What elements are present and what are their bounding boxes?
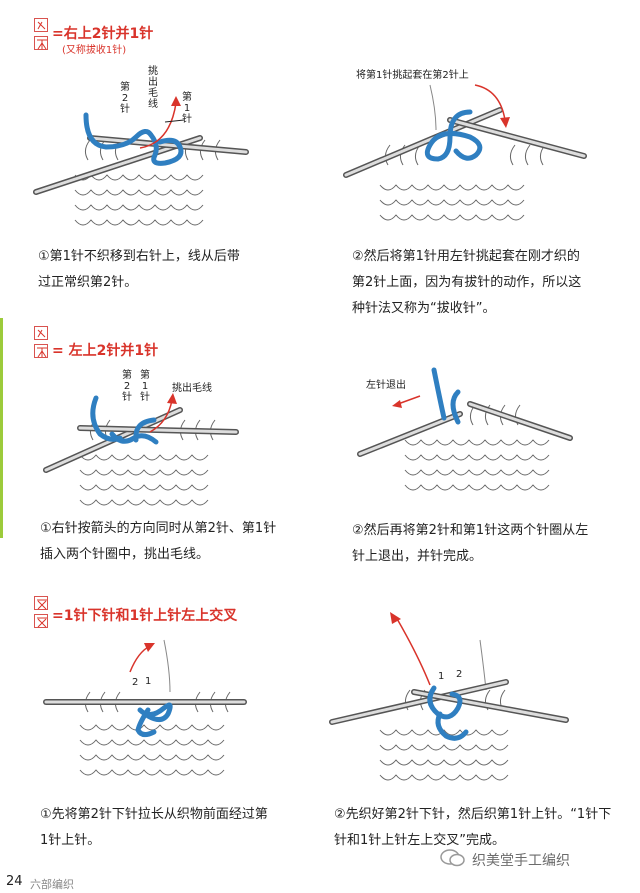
label-num-1-right: 1	[438, 671, 444, 682]
page-number: 24	[6, 874, 23, 889]
caption-1-left: ①第1针不织移到右针上，线从后带过正常织第2针。	[38, 244, 250, 296]
label-stitch-1: 第1针	[181, 92, 193, 125]
knit-symbol-box-bottom	[34, 36, 48, 50]
section-title-right-decrease: =右上2针并1针	[52, 23, 153, 43]
label-num-2-right: 2	[456, 669, 462, 680]
figure-2-right	[340, 360, 600, 510]
knit-symbol-box-top-3	[34, 596, 48, 610]
watermark-right: 织美堂手工编织	[472, 850, 570, 870]
label-num-2-left: 2	[132, 677, 138, 688]
wechat-icon	[440, 848, 466, 868]
label-pull-yarn: 挑出毛线	[147, 66, 159, 110]
label-pull-yarn-2: 挑出毛线	[172, 379, 212, 394]
knit-symbol-box-top	[34, 18, 48, 32]
figure-3-left	[30, 630, 290, 800]
figure-2-left	[30, 370, 290, 520]
section-title-cross: =1针下针和1针上针左上交叉	[52, 605, 237, 625]
knit-symbol-box-top-2	[34, 326, 48, 340]
watermark-left: 六部编织	[30, 876, 74, 892]
caption-2-left: ①右针按箭头的方向同时从第2针、第1针插入两个针圈中，挑出毛线。	[40, 516, 280, 568]
caption-3-right: ②先织好第2针下针，然后织第1针上针。“1针下针和1针上针左上交叉”完成。	[334, 802, 624, 854]
label-num-1-left: 1	[145, 676, 151, 687]
label-stitch-1b: 第1针	[139, 370, 151, 403]
caption-3-left: ①先将第2针下针拉长从织物前面经过第1针上针。	[40, 802, 270, 854]
section-subtitle: (又称拔收1针)	[62, 41, 126, 56]
figure-3-right	[330, 610, 590, 810]
figure-1-right	[340, 70, 600, 250]
caption-2-right: ②然后再将第2针和第1针这两个针圈从左针上退出，并针完成。	[352, 518, 592, 570]
knit-symbol-box-bottom-3	[34, 614, 48, 628]
label-stitch-2: 第2针	[119, 82, 131, 115]
label-stitch-2b: 第2针	[121, 370, 133, 403]
side-accent-bar	[0, 318, 3, 538]
knit-symbol-box-bottom-2	[34, 344, 48, 358]
caption-1-right: ②然后将第1针用左针挑起套在刚才织的第2针上面，因为有拔针的动作，所以这种针法又…	[352, 244, 592, 322]
section-title-left-decrease: = 左上2针并1针	[52, 340, 158, 360]
figure-1-left	[30, 60, 290, 250]
